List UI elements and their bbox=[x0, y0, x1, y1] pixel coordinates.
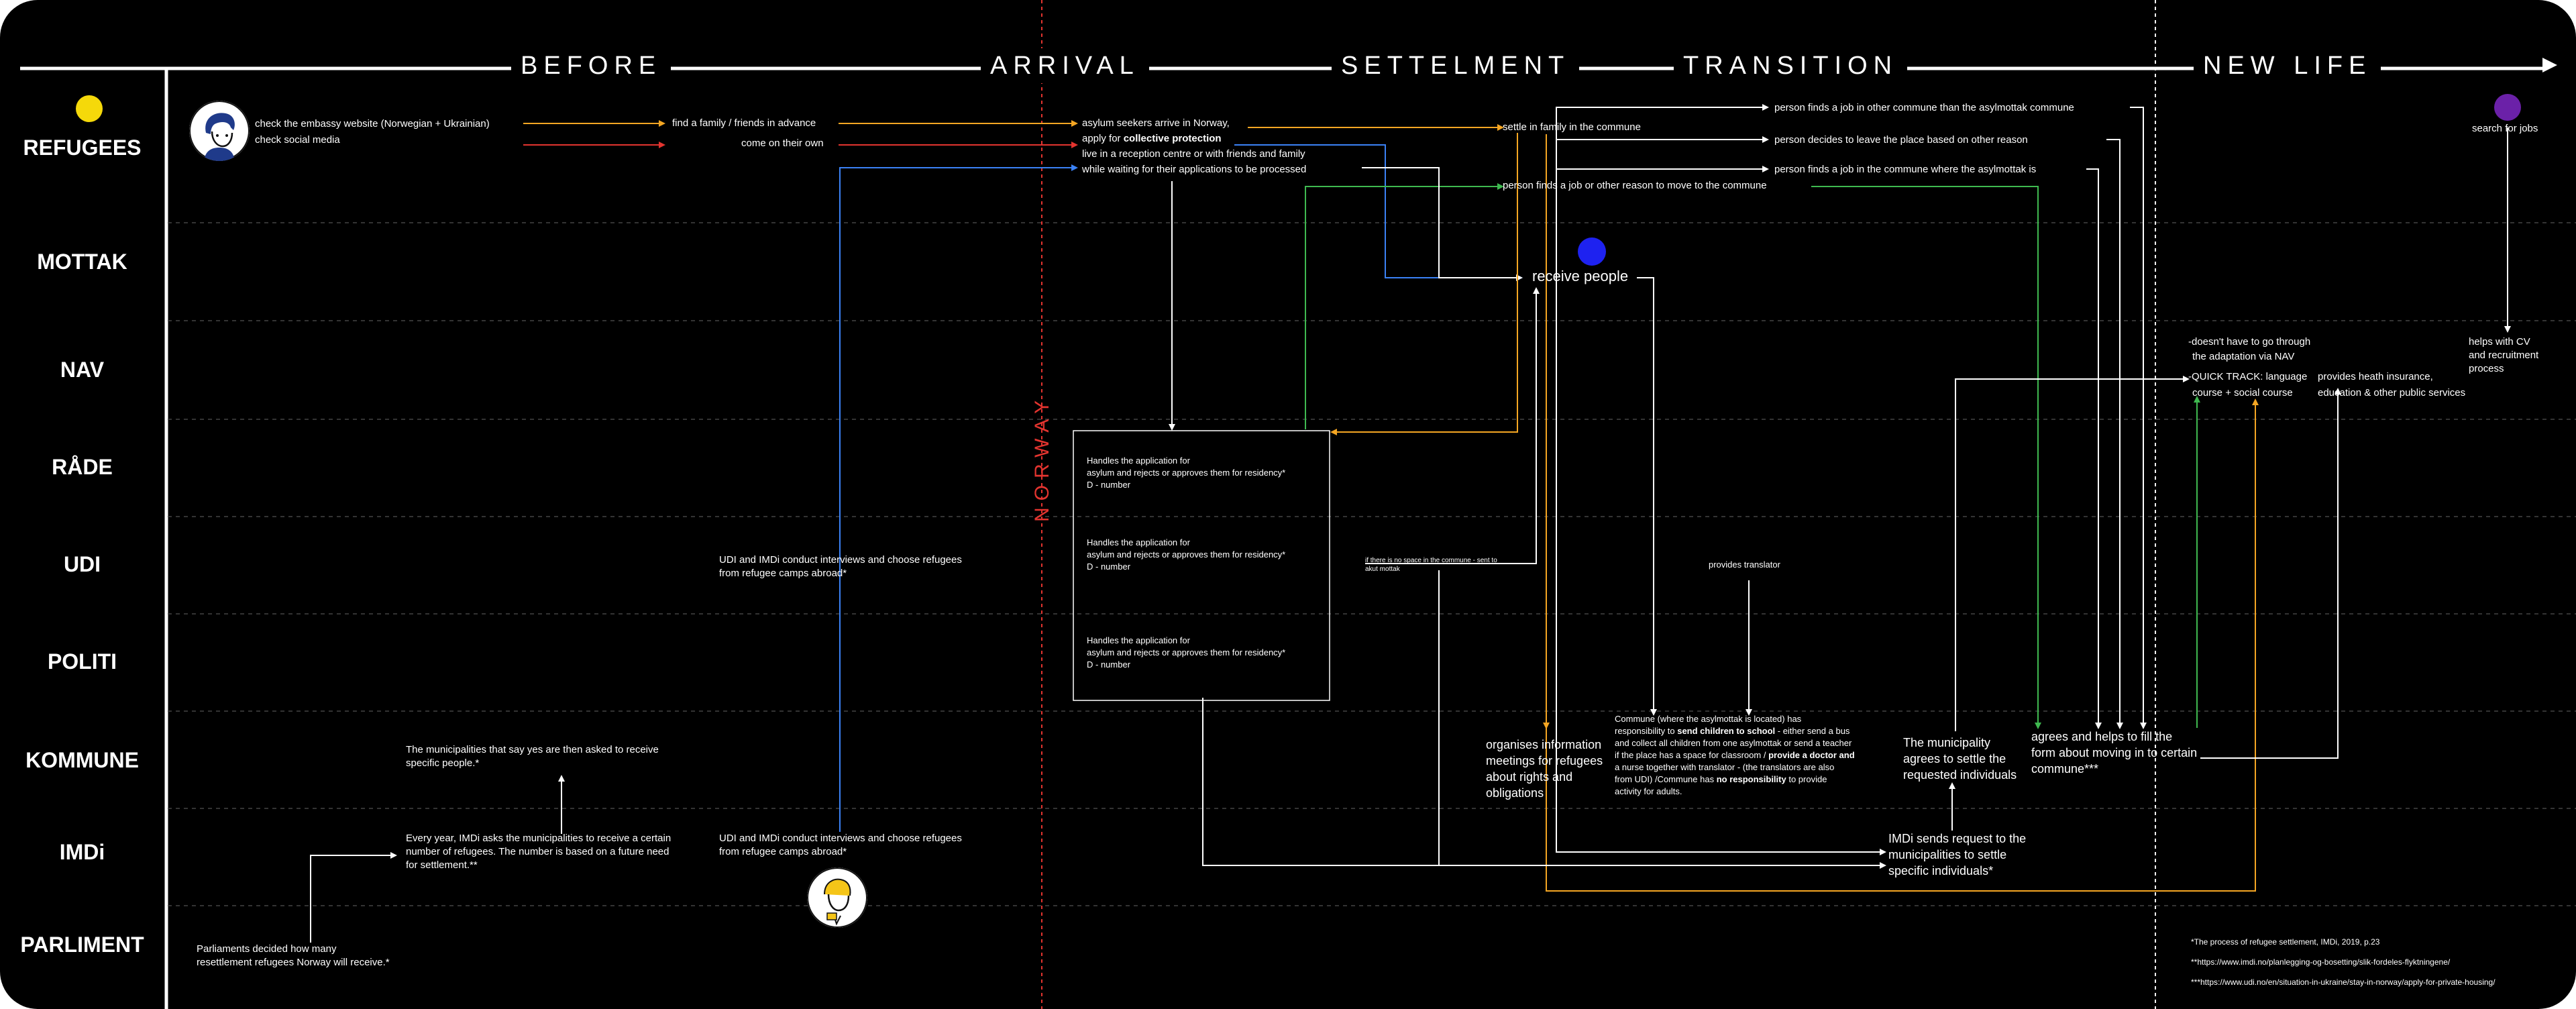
health-insurance-1: provides heath insurance, bbox=[2318, 371, 2433, 382]
phase-arrival: ARRIVAL bbox=[981, 48, 1149, 83]
imdi-every-year: Every year, IMDi asks the municipalities… bbox=[406, 833, 672, 871]
receive-people: receive people bbox=[1532, 268, 1629, 284]
norway-border-label: NORWAY bbox=[1031, 393, 1053, 522]
imdi-interviews: UDI and IMDi conduct interviews and choo… bbox=[719, 833, 962, 857]
phase-settlement: SETTELMENT bbox=[1332, 48, 1580, 83]
imdi-avatar bbox=[807, 867, 867, 928]
cv-help-2: and recruitment bbox=[2469, 350, 2539, 361]
apply-protection: apply for collective protection bbox=[1082, 133, 1222, 144]
new-life-purple-dot bbox=[2494, 94, 2521, 121]
lane-rade: RÅDE bbox=[52, 455, 113, 479]
lane-refugees: REFUGEES bbox=[23, 136, 142, 160]
phase-before: BEFORE bbox=[511, 48, 672, 83]
quick-track-1: -QUICK TRACK: language bbox=[2188, 371, 2308, 382]
job-or-reason: person finds a job or other reason to mo… bbox=[1503, 180, 1767, 191]
lane-nav: NAV bbox=[60, 358, 105, 382]
lane-imdi: IMDi bbox=[59, 840, 105, 864]
lane-politi: POLITI bbox=[47, 649, 117, 674]
provides-translator: provides translator bbox=[1709, 560, 1780, 570]
come-on-own: come on their own bbox=[741, 138, 824, 149]
reception-centre: live in a reception centre or with frien… bbox=[1082, 148, 1305, 160]
footnote-3: ***https://www.udi.no/en/situation-in-uk… bbox=[2191, 977, 2496, 987]
nav-adaptation-2: the adaptation via NAV bbox=[2192, 351, 2295, 362]
asylum-arrive: asylum seekers arrive in Norway, bbox=[1082, 117, 1230, 129]
udi-interviews: UDI and IMDi conduct interviews and choo… bbox=[719, 554, 962, 579]
person-icon bbox=[189, 101, 250, 161]
search-jobs: search for jobs bbox=[2472, 123, 2538, 134]
footnote-1: *The process of refugee settlement, IMDi… bbox=[2191, 937, 2380, 947]
settle-in-family: settle in family in the commune bbox=[1503, 121, 1641, 133]
job-same-commune: person finds a job in the commune where … bbox=[1774, 164, 2037, 175]
cv-help-1: helps with CV bbox=[2469, 336, 2530, 348]
social-media-check: check social media bbox=[255, 134, 340, 146]
phase-new-life: NEW LIFE bbox=[2194, 48, 2381, 83]
lane-parliment: PARLIMENT bbox=[20, 933, 144, 957]
phase-transition: TRANSITION bbox=[1674, 48, 1908, 83]
cv-help-3: process bbox=[2469, 363, 2504, 374]
job-other-commune: person finds a job in other commune than… bbox=[1774, 102, 2074, 113]
lane-kommune: KOMMUNE bbox=[25, 748, 139, 772]
mottak-blue-dot bbox=[1578, 237, 1606, 266]
no-space-note: if there is no space in the commune - se… bbox=[1365, 557, 1497, 573]
municipalities-say-yes: The municipalities that say yes are then… bbox=[406, 744, 659, 769]
refugee-avatar bbox=[189, 101, 250, 161]
footnote-2: **https://www.imdi.no/planlegging-og-bos… bbox=[2191, 957, 2451, 967]
officer-icon bbox=[807, 867, 867, 928]
refugees-yellow-dot bbox=[76, 95, 103, 122]
commune-responsibility: Commune (where the asylmottak is located… bbox=[1615, 714, 1855, 796]
waiting-processing: while waiting for their applications to … bbox=[1082, 164, 1307, 175]
quick-track-2: course + social course bbox=[2192, 387, 2293, 399]
embassy-check: check the embassy website (Norwegian + U… bbox=[255, 118, 490, 129]
lane-udi: UDI bbox=[63, 552, 101, 576]
nav-adaptation-1: -doesn't have to go through bbox=[2188, 336, 2311, 348]
lane-mottak: MOTTAK bbox=[37, 250, 127, 274]
health-insurance-2: education & other public services bbox=[2318, 387, 2466, 399]
find-family-advance: find a family / friends in advance bbox=[672, 117, 816, 129]
leave-place: person decides to leave the place based … bbox=[1774, 134, 2028, 146]
